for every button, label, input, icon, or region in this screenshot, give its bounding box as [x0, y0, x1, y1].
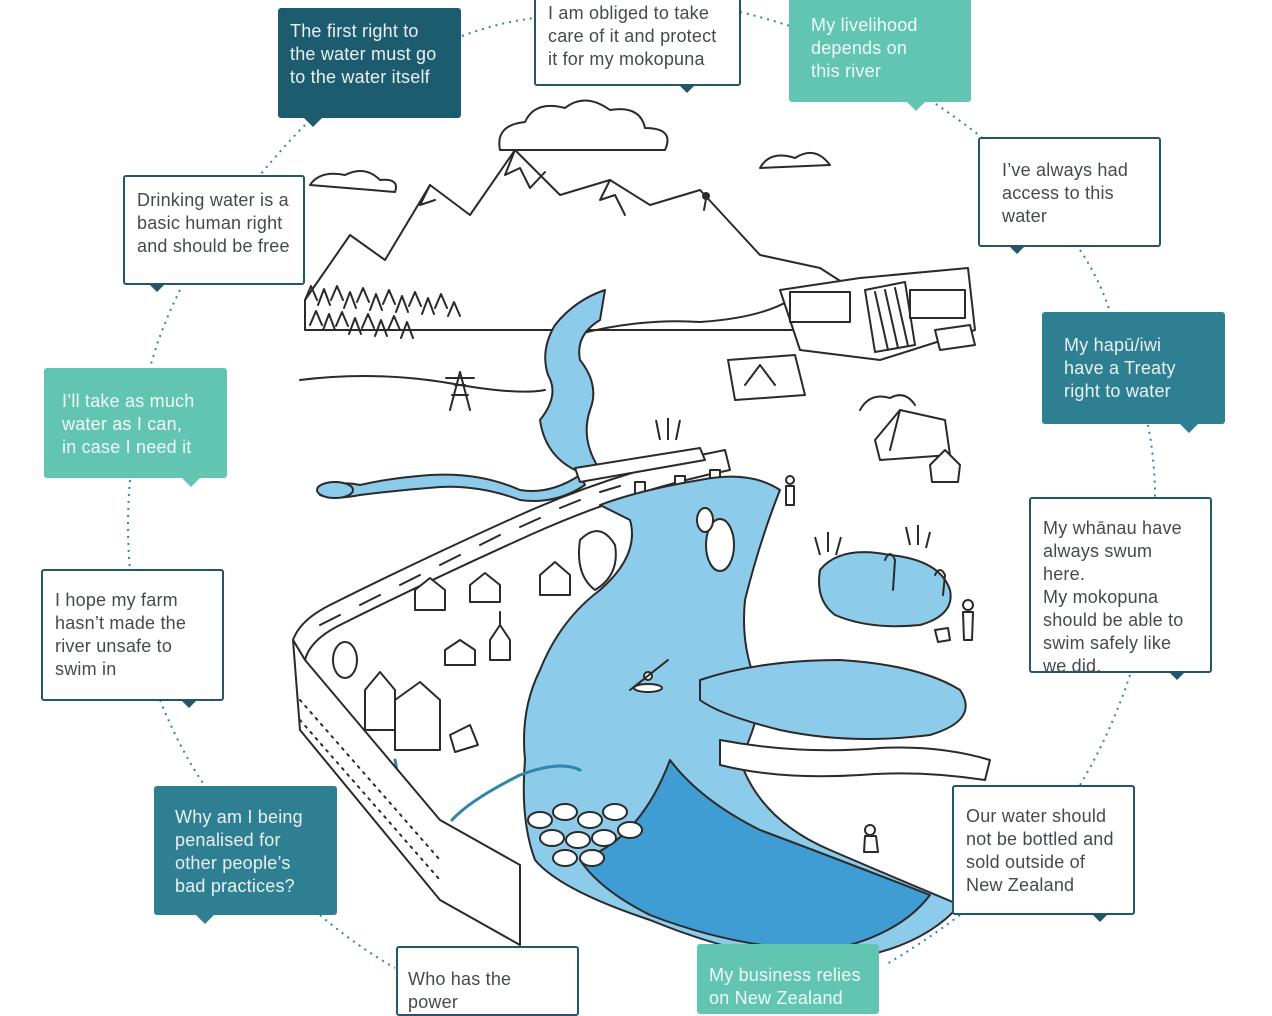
bubble-tail: [180, 699, 198, 708]
bubble-power: Who has the power: [396, 946, 579, 1016]
bubble-tail: [1091, 913, 1109, 922]
meeting-house: [859, 394, 961, 483]
farm-buildings: [727, 267, 976, 401]
wetland-pond: [818, 551, 952, 628]
bubble-take-much: I’ll take as much water as I can, in cas…: [44, 368, 227, 487]
heron: [884, 553, 946, 596]
reeds: [655, 418, 931, 556]
cloud: [309, 170, 397, 193]
side-creek: [319, 473, 586, 502]
bubble-tail: [196, 915, 214, 924]
forest: [304, 285, 461, 339]
bubble-tail: [1168, 671, 1186, 680]
gravel-bar: [699, 659, 967, 740]
dotted-ring: [127, 11, 1156, 969]
bubble-tail: [1008, 245, 1026, 254]
rock-pile: [527, 803, 643, 867]
cloud: [498, 99, 669, 151]
hiker-icon: [702, 192, 710, 211]
illustration-canvas: [127, 11, 1156, 969]
bubble-tail: [1180, 424, 1198, 433]
power-pylon: [445, 371, 475, 411]
bubble-farm: I hope my farm hasn’t made the river uns…: [41, 569, 224, 708]
bubble-always-access: I’ve always had access to this water: [978, 137, 1161, 254]
river-island: [705, 518, 735, 572]
kayaker: [629, 659, 669, 693]
bubble-tail: [678, 84, 696, 93]
bubble-livelihood: My livelihood depends on this river: [789, 0, 971, 111]
bubble-obliged: I am obliged to take care of it and prot…: [534, 0, 741, 93]
walker-with-dog: [934, 599, 974, 643]
bubble-business: My business relies on New Zealand: [697, 944, 879, 1014]
embankment: [292, 639, 521, 946]
cloud: [759, 151, 831, 169]
bubble-first-right: The first right to the water must go to …: [278, 8, 461, 127]
upper-river: [539, 289, 606, 471]
bubble-whanau: My whānau have always swum here. My moko…: [1029, 497, 1212, 680]
bubble-hapu-iwi: My hapū/iwi have a Treaty right to water: [1042, 312, 1225, 433]
swimmer: [863, 824, 879, 853]
bubble-tail: [304, 118, 322, 127]
bubble-tail: [182, 478, 200, 487]
road: [292, 449, 731, 661]
bubble-bottled: Our water should not be bottled and sold…: [952, 785, 1135, 922]
fisherman: [785, 475, 795, 506]
bubble-penalised: Why am I being penalised for other peopl…: [154, 786, 337, 924]
bubble-tail: [148, 283, 166, 292]
bubble-tail: [907, 102, 925, 111]
bubble-drinking: Drinking water is a basic human right an…: [123, 175, 305, 292]
landscape: [292, 99, 991, 962]
town: [332, 530, 617, 753]
